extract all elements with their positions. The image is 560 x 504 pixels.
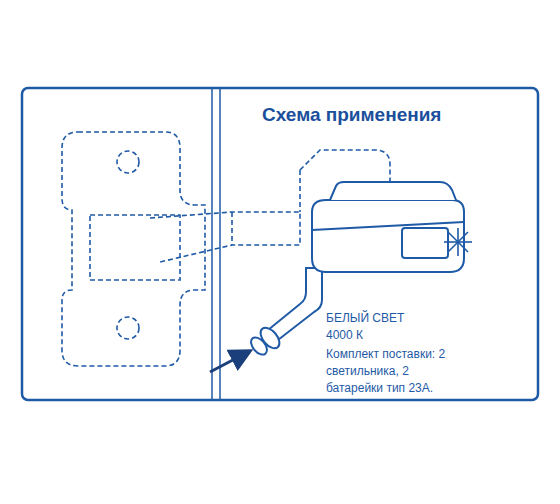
push-arrow	[210, 352, 248, 372]
light-sparkle	[444, 228, 472, 256]
spec-note: Комплект поставки: 2 светильника, 2 бата…	[326, 346, 458, 397]
spec-note: БЕЛЫЙ СВЕТ 4000 К	[326, 310, 410, 344]
door-edge	[211, 88, 213, 400]
door-edge	[219, 88, 221, 400]
light-fixture	[248, 182, 464, 358]
diagram-title: Схема применения	[262, 104, 441, 126]
frame	[22, 88, 538, 400]
